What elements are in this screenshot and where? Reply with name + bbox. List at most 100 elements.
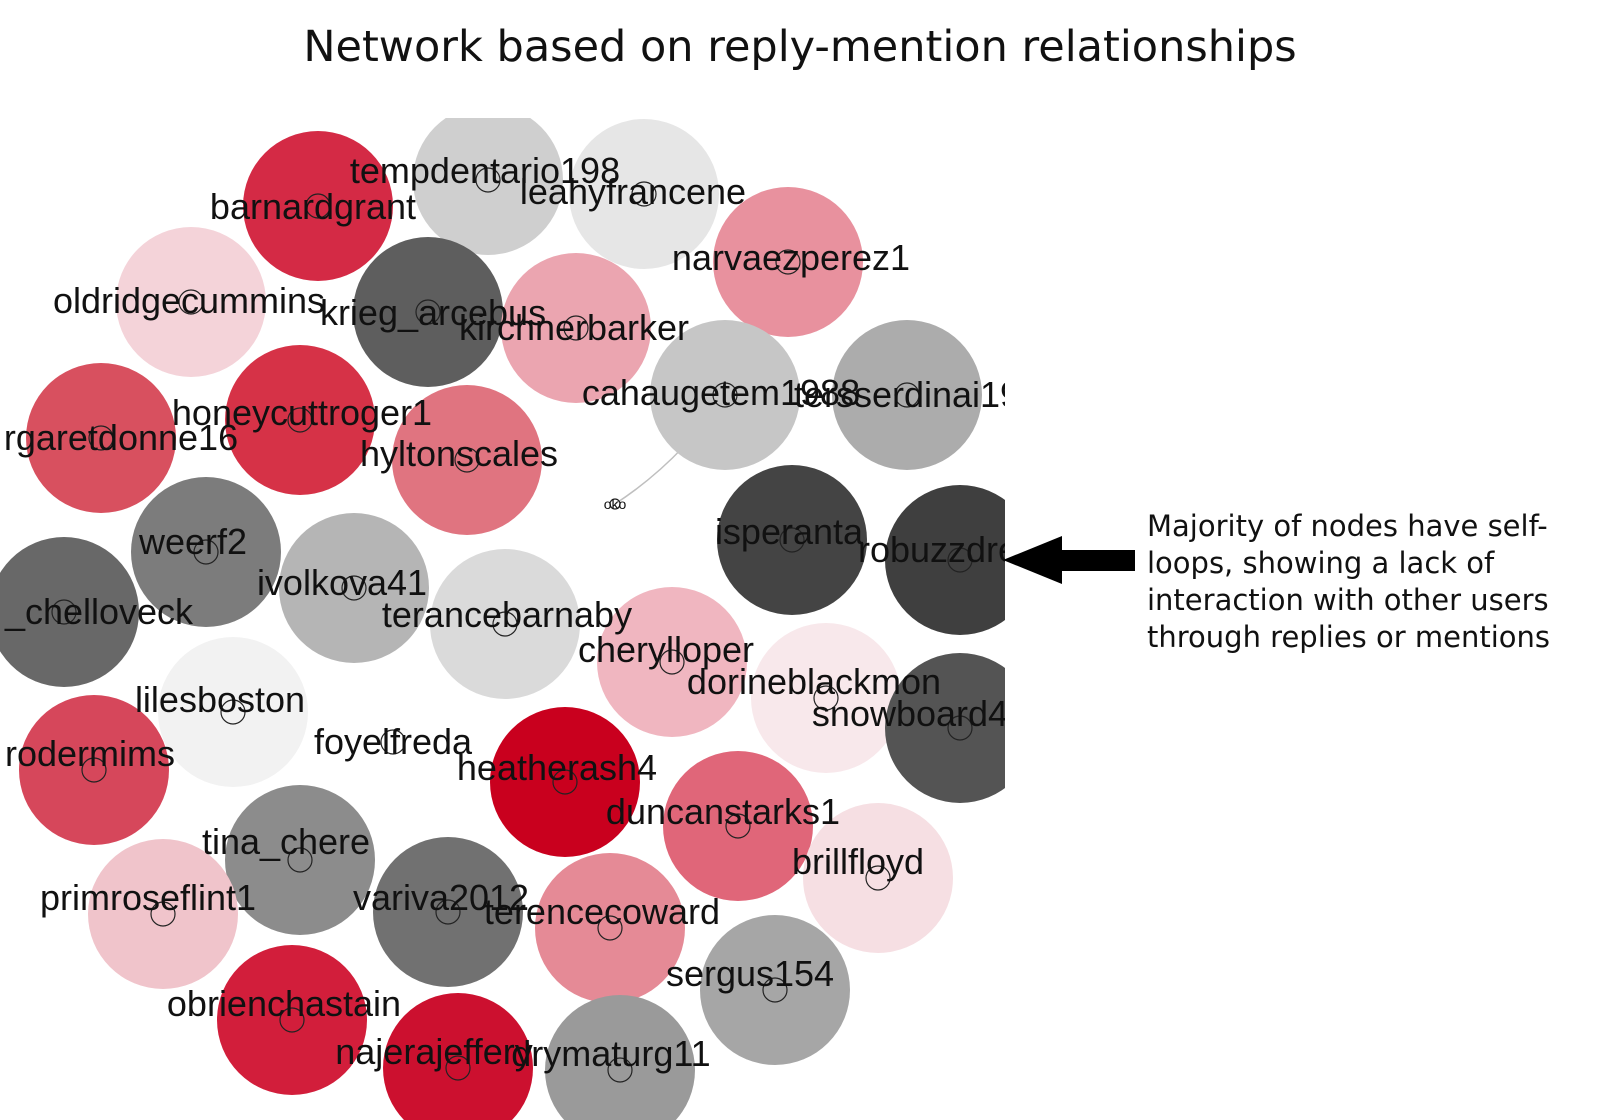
node-marker-lilesboston <box>220 699 246 725</box>
node-label-brillfloyd: brillfloyd <box>792 841 924 882</box>
node-label-chelloveck: _chelloveck <box>4 591 194 632</box>
node-isperanta <box>717 465 867 615</box>
node-snowboard4 <box>885 653 1005 803</box>
node-chelloveck <box>0 537 139 687</box>
node-marker-kirchnerbarker <box>563 315 589 341</box>
node-lilesboston <box>158 637 308 787</box>
node-label-obrienchastain: obrienchastain <box>167 983 401 1024</box>
node-label-kirchnerbarker: kirchnerbarker <box>459 307 689 348</box>
node-label-lilesboston: lilesboston <box>135 679 305 720</box>
node-label-heatherash4: heatherash4 <box>457 747 657 788</box>
node-marker-brillfloyd <box>865 865 891 891</box>
node-robuzzdre <box>885 485 1005 635</box>
node-variva2012 <box>373 837 523 987</box>
node-tersserdinai19 <box>832 320 982 470</box>
node-label-hyltonscales: hyltonscales <box>360 433 558 474</box>
node-label-variva2012: variva2012 <box>353 877 529 918</box>
node-marker-margaretdonne16 <box>88 425 114 451</box>
node-heatherash4 <box>490 707 640 857</box>
node-sergus154 <box>700 915 850 1065</box>
node-krieg_arcebus <box>353 237 503 387</box>
node-marker-hyltonscales <box>454 447 480 473</box>
node-marker-primroseflint1 <box>150 901 176 927</box>
node-label-rodermims: rodermims <box>5 733 175 774</box>
node-label-najerajeffery: najerajeffery <box>335 1031 532 1072</box>
node-marker-leahyfrancene <box>631 181 657 207</box>
node-weerf2 <box>131 477 281 627</box>
arrow-shaft <box>1050 550 1135 571</box>
node-marker-terancebarnaby <box>492 611 518 637</box>
node-marker-chelloveck <box>51 599 77 625</box>
node-barnardgrant <box>243 131 393 281</box>
node-marker-honeycuttroger1 <box>287 407 313 433</box>
node-marker-narvaezperez1 <box>775 249 801 275</box>
node-marker-tempdentario198 <box>475 167 501 193</box>
node-brillfloyd <box>803 803 953 953</box>
node-label-narvaezperez1: narvaezperez1 <box>672 237 910 278</box>
node-label-primroseflint1: primroseflint1 <box>40 877 256 918</box>
node-label-cherylloper: cherylloper <box>578 629 754 670</box>
node-label-foyelfreda: foyelfreda <box>314 721 473 762</box>
node-marker-tersserdinai19 <box>894 382 920 408</box>
node-marker-isperanta <box>779 527 805 553</box>
node-label-barnardgrant: barnardgrant <box>210 186 416 227</box>
node-tina_chere <box>225 785 375 935</box>
node-dorineblackmon <box>751 623 901 773</box>
node-terancebarnaby <box>430 549 580 699</box>
node-marker-obrienchastain <box>279 1007 305 1033</box>
node-kirchnerbarker <box>501 253 651 403</box>
annotation-text: Majority of nodes have self-loops, showi… <box>1147 509 1550 654</box>
node-leahyfrancene <box>569 119 719 269</box>
node-label-oko: oko <box>604 496 627 512</box>
node-label-isperanta: isperanta <box>715 511 864 552</box>
node-marker-dorineblackmon <box>813 685 839 711</box>
node-marker-najerajeffery <box>445 1055 471 1081</box>
node-cherylloper <box>597 587 747 737</box>
node-marker-robuzzdre <box>947 547 973 573</box>
node-label-leahyfrancene: leahyfrancene <box>520 171 746 212</box>
node-marker-duncanstarks1 <box>725 813 751 839</box>
node-primroseflint1 <box>88 839 238 989</box>
node-rodermims <box>19 695 169 845</box>
node-marker-variva2012 <box>435 899 461 925</box>
node-label-snowboard4: snowboard4 <box>812 693 1008 734</box>
node-label-dorineblackmon: dorineblackmon <box>687 661 941 702</box>
node-label-tersserdinai19: tersserdinai19 <box>794 374 1020 415</box>
node-marker-oldridgecummins <box>178 289 204 315</box>
node-terencecoward <box>535 853 685 1003</box>
annotation-arrow <box>1003 536 1135 584</box>
node-obrienchastain <box>217 945 367 1095</box>
node-marker-foyelfreda <box>380 729 406 755</box>
node-cahaugetem1988 <box>650 320 800 470</box>
node-hyltonscales <box>392 385 542 535</box>
node-honeycuttroger1 <box>225 345 375 495</box>
node-marker-tina_chere <box>287 847 313 873</box>
node-marker-oko <box>609 498 621 510</box>
node-label-oldridgecummins: oldridgecummins <box>53 280 325 321</box>
node-marker-cherylloper <box>659 649 685 675</box>
node-marker-krieg_arcebus <box>415 299 441 325</box>
node-margaretdonne16 <box>26 363 176 513</box>
node-marker-barnardgrant <box>305 193 331 219</box>
node-label-terencecoward: terencecoward <box>484 891 720 932</box>
node-marker-rodermims <box>81 757 107 783</box>
node-label-tempdentario198: tempdentario198 <box>350 150 620 191</box>
node-duncanstarks1 <box>663 751 813 901</box>
node-marker-snowboard4 <box>947 715 973 741</box>
node-label-sergus154: sergus154 <box>666 953 834 994</box>
node-tempdentario198 <box>413 118 563 255</box>
node-oldridgecummins <box>116 227 266 377</box>
node-label-honeycuttroger1: honeycuttroger1 <box>172 392 432 433</box>
diagram-title: Network based on reply-mention relations… <box>303 22 1297 72</box>
node-label-tina_chere: tina_chere <box>202 821 370 862</box>
node-label-weerf2: weerf2 <box>138 521 247 562</box>
node-label-margaretdonne16: rgaretdonne16 <box>4 417 238 458</box>
node-marker-terencecoward <box>597 915 623 941</box>
node-label-drymaturg11: drymaturg11 <box>511 1033 710 1074</box>
node-marker-cahaugetem1988 <box>712 382 738 408</box>
node-marker-weerf2 <box>193 539 219 565</box>
node-marker-heatherash4 <box>552 769 578 795</box>
node-narvaezperez1 <box>713 187 863 337</box>
node-label-ivolkova41: ivolkova41 <box>257 562 427 603</box>
